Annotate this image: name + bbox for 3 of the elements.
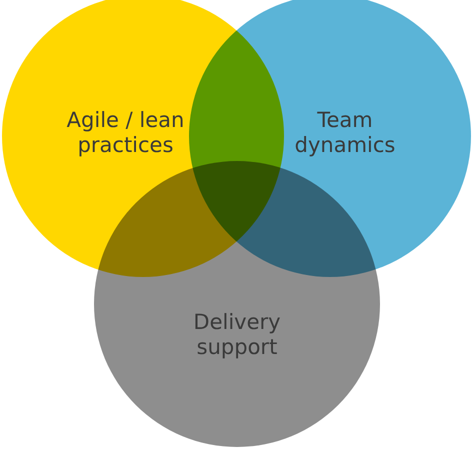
circle-label: Delivery support: [192, 310, 282, 360]
circle-label: Team dynamics: [294, 108, 396, 158]
circle-label: Agile / lean practices: [66, 108, 186, 158]
